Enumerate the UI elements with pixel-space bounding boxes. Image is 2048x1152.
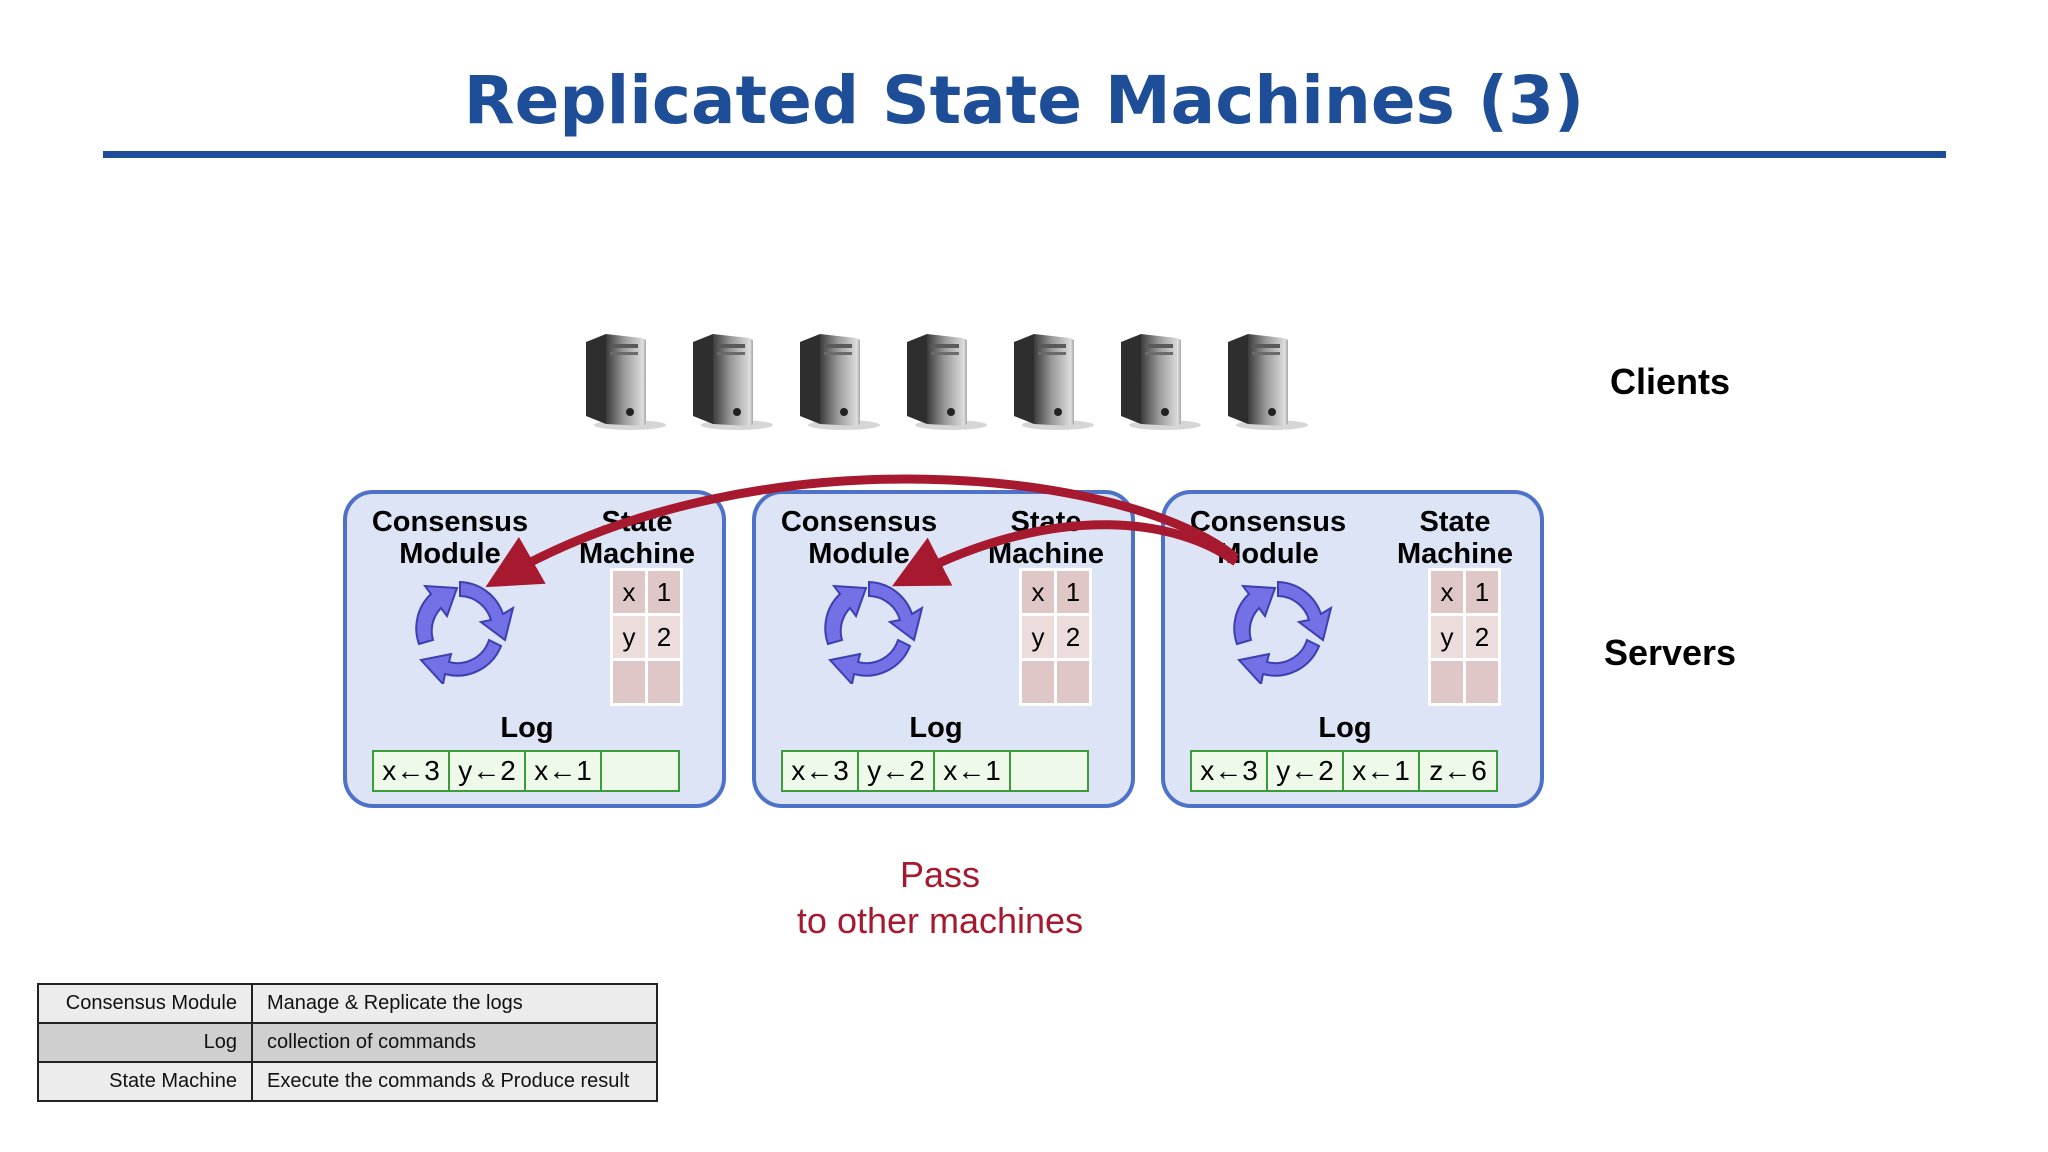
log-label: Log: [909, 712, 963, 744]
legend-table: Consensus Module Manage & Replicate the …: [37, 983, 658, 1102]
client-computer-icon: [687, 332, 775, 432]
client-computer-icon: [901, 332, 989, 432]
state-value: [648, 661, 680, 703]
pass-note-line1: Pass: [899, 854, 981, 895]
legend-term: Consensus Module: [37, 983, 253, 1024]
log: x←3 y←2 x←1: [372, 750, 680, 792]
legend-term: Log: [37, 1022, 253, 1063]
state-var: x: [613, 571, 645, 613]
log-entry: x←1: [1344, 752, 1420, 790]
log-entry: x←3: [783, 752, 859, 790]
slide-title: Replicated State Machines (3): [463, 62, 1585, 139]
log-entry: [1011, 752, 1087, 790]
state-machine-label: State Machine: [578, 506, 696, 570]
state-machine-label: State Machine: [987, 506, 1105, 570]
consensus-cycle-icon: [824, 581, 923, 684]
state-var: [613, 661, 645, 703]
log-entry: x←1: [526, 752, 602, 790]
state-value: 1: [648, 571, 680, 613]
log-label: Log: [500, 712, 554, 744]
state-value: [1057, 661, 1089, 703]
client-computer-icon: [1222, 332, 1310, 432]
state-machine-label: State Machine: [1396, 506, 1514, 570]
client-computer-icon: [1115, 332, 1203, 432]
log-entry: x←1: [935, 752, 1011, 790]
title-underline: [103, 151, 1946, 158]
pass-note: Pass to other machines: [740, 852, 1140, 944]
client-computer-icon: [580, 332, 668, 432]
consensus-cycle-icon: [1233, 581, 1332, 684]
legend-description: collection of commands: [251, 1022, 658, 1063]
consensus-module-label: Consensus Module: [371, 506, 529, 570]
log-entry: y←2: [859, 752, 935, 790]
legend-description: Execute the commands & Produce result: [251, 1061, 658, 1102]
state-value: [1466, 661, 1498, 703]
log-label: Log: [1318, 712, 1372, 744]
client-computer-icon: [794, 332, 882, 432]
legend-row: Log collection of commands: [37, 1022, 658, 1063]
legend-description: Manage & Replicate the logs: [251, 983, 658, 1024]
state-value: 2: [1057, 616, 1089, 658]
state-value: 1: [1466, 571, 1498, 613]
clients-label: Clients: [1609, 361, 1731, 402]
state-value: 2: [1466, 616, 1498, 658]
consensus-cycle-icon: [415, 581, 514, 684]
client-computer-icon: [1008, 332, 1096, 432]
consensus-module-label: Consensus Module: [1189, 506, 1347, 570]
log-entry: z←6: [1429, 755, 1487, 786]
pass-note-line2: to other machines: [796, 900, 1084, 941]
log-entry: [602, 752, 678, 790]
state-value: 2: [648, 616, 680, 658]
log-entry: y←2: [1268, 752, 1344, 790]
log: x←3 y←2 x←1 z←6: [1190, 750, 1498, 792]
log: x←3 y←2 x←1: [781, 750, 1089, 792]
log-entry: x←3: [374, 752, 450, 790]
log-entry: y←2: [450, 752, 526, 790]
legend-row: State Machine Execute the commands & Pro…: [37, 1061, 658, 1102]
state-value: 1: [1057, 571, 1089, 613]
log-entry: x←3: [1192, 752, 1268, 790]
state-var: y: [1022, 616, 1054, 658]
legend-row: Consensus Module Manage & Replicate the …: [37, 983, 658, 1024]
state-var: [1022, 661, 1054, 703]
consensus-module-label: Consensus Module: [780, 506, 938, 570]
legend-term: State Machine: [37, 1061, 253, 1102]
state-var: x: [1022, 571, 1054, 613]
state-var: y: [613, 616, 645, 658]
state-var: [1431, 661, 1463, 703]
state-var: x: [1431, 571, 1463, 613]
servers-label: Servers: [1603, 632, 1737, 673]
state-var: y: [1431, 616, 1463, 658]
